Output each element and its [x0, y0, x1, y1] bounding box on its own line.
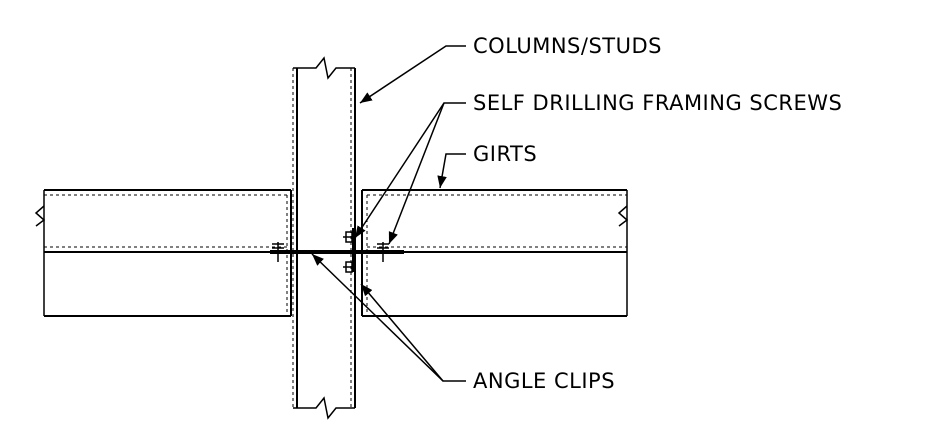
- leader-angle-clips: [311, 253, 466, 382]
- screw-right: [377, 242, 389, 262]
- screw-upper-column: [343, 231, 356, 243]
- screw-left: [272, 242, 284, 262]
- column-stud: [292, 56, 356, 420]
- label-angle-clips: ANGLE CLIPS: [473, 369, 616, 393]
- screw-lower-column: [343, 261, 356, 273]
- label-columns-studs: COLUMNS/STUDS: [473, 34, 662, 58]
- label-girts: GIRTS: [473, 142, 538, 166]
- girt-left: [34, 189, 292, 317]
- leader-columns: [359, 45, 466, 104]
- angle-clip: [270, 228, 404, 272]
- label-framing-screws: SELF DRILLING FRAMING SCREWS: [473, 91, 843, 115]
- leader-framing-screws: [354, 102, 466, 245]
- leader-girts: [437, 153, 466, 189]
